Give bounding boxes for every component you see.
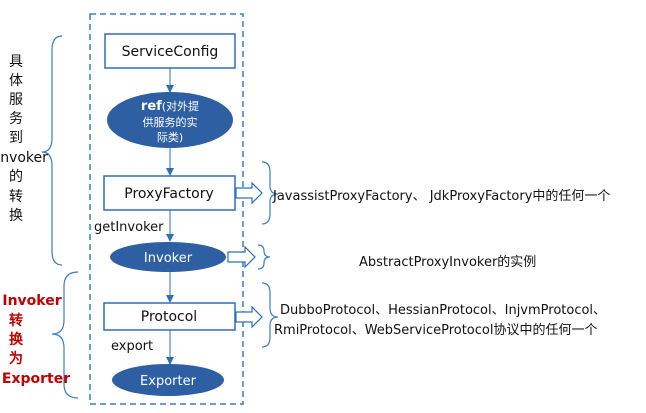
hollow-arrow-invoker <box>227 245 256 269</box>
right-brace-invoker <box>257 244 271 270</box>
left-top-char-8: 换 <box>9 207 23 224</box>
ref-bold-label: ref <box>141 99 162 114</box>
left-top-char-2: 服 <box>9 92 23 108</box>
export-edge-label: export <box>111 339 153 354</box>
left-brace-top <box>41 35 63 266</box>
serviceconfig-label: ServiceConfig <box>122 44 219 60</box>
ref-label-line2: 供服务的实 <box>143 115 198 129</box>
exporter-node-label: Exporter <box>140 374 197 389</box>
proxyfactory-impl-text: JavassistProxyFactory、 JdkProxyFactory中的… <box>272 188 610 204</box>
right-brace-proxyfactory <box>261 161 279 225</box>
left-top-char-5: Invoker <box>0 150 48 166</box>
proxyfactory-label: ProxyFactory <box>124 186 214 202</box>
hollow-arrow-protocol <box>235 305 263 329</box>
proxyfactory-box <box>103 175 236 211</box>
invoker-node-label: Invoker <box>144 251 193 266</box>
left-bottom-char-3: 为 <box>9 350 23 367</box>
left-bottom-char-4: Exporter <box>2 371 70 387</box>
left-bottom-char-0: Invoker <box>2 293 61 309</box>
left-bottom-char-2: 换 <box>9 331 24 348</box>
getinvoker-edge-label: getInvoker <box>94 220 164 235</box>
ref-label-line1: ref(对外提 <box>141 99 199 114</box>
protocol-impl-text-line2: RmiProtocol、WebServiceProtocol协议中的任何一个 <box>274 322 597 338</box>
protocol-label: Protocol <box>141 309 197 325</box>
left-label-top: 具 体 服 务 到 Invoker 的 转 换 <box>0 54 48 224</box>
left-top-char-0: 具 <box>9 54 23 70</box>
left-bottom-char-1: 转 <box>9 312 23 329</box>
serviceconfig-box <box>104 33 236 69</box>
left-label-bottom: Invoker 转 换 为 Exporter <box>2 293 70 387</box>
ref-ellipse <box>107 92 233 148</box>
left-top-char-3: 务 <box>9 111 23 127</box>
dashed-frame <box>89 13 244 405</box>
exporter-ellipse <box>112 364 224 396</box>
protocol-box <box>103 302 236 331</box>
left-top-char-4: 到 <box>9 130 23 146</box>
invoker-impl-text: AbstractProxyInvoker的实例 <box>359 254 536 270</box>
left-top-char-1: 体 <box>9 73 23 89</box>
left-top-char-6: 的 <box>9 169 23 185</box>
hollow-arrow-proxyfactory <box>235 181 263 205</box>
ref-label-line3: 际类) <box>157 130 183 144</box>
invoker-ellipse <box>110 242 226 272</box>
left-top-char-7: 转 <box>9 189 23 205</box>
right-brace-protocol <box>261 282 279 348</box>
ref-line1-label: (对外提 <box>162 99 199 113</box>
left-brace-bottom <box>51 271 79 399</box>
protocol-impl-text-line1: DubboProtocol、HessianProtocol、InjvmProto… <box>280 303 606 318</box>
